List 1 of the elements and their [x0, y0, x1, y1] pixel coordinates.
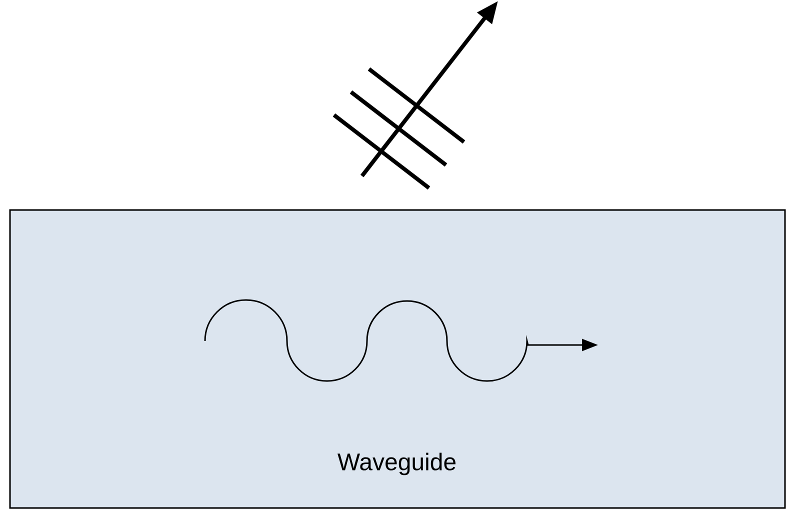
waveguide-box: Waveguide — [9, 209, 786, 509]
